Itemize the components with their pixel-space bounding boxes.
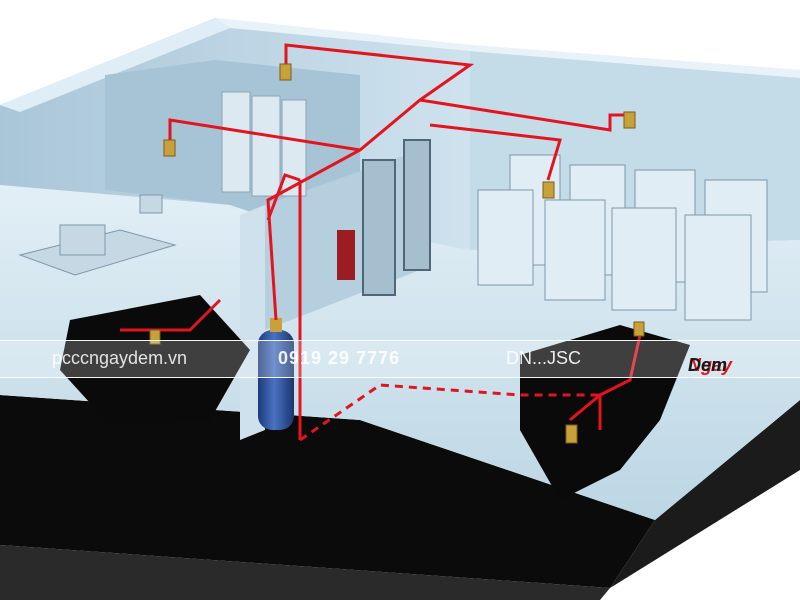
door-icon [403, 139, 431, 271]
nozzle-icon [633, 321, 645, 337]
server-racks-main [477, 154, 768, 321]
nozzle-icon [565, 424, 578, 444]
nozzle-icon [149, 329, 161, 345]
watermark-phone: 0919 29 7776 [278, 348, 401, 368]
nozzle-icon [623, 111, 636, 129]
floor-cutaways [60, 295, 690, 500]
watermark-company: DN...JSC [506, 348, 582, 368]
piping-network [120, 43, 642, 442]
server-rack-icon [544, 199, 606, 301]
server-rack-icon [684, 214, 752, 321]
server-rack-icon [251, 95, 281, 197]
logo-part-2: Dem [688, 355, 728, 375]
logo-part-1: Ngay [688, 355, 733, 375]
nozzles [149, 63, 645, 444]
building-base [0, 395, 800, 600]
fire-alarm-panel-icon [337, 230, 355, 280]
server-rack-icon [611, 207, 677, 311]
server-rack-icon [477, 189, 534, 286]
watermark-banner: pcccngaydem.vn 0919 29 7776 DN...JSC Nga… [0, 340, 800, 378]
server-racks [221, 91, 307, 197]
gas-cylinder-icon [258, 318, 294, 430]
server-rack-icon [221, 91, 251, 193]
watermark-website: pcccngaydem.vn [52, 348, 188, 368]
nozzle-icon [542, 181, 555, 199]
doors [362, 139, 431, 296]
nozzle-icon [163, 139, 176, 157]
door-icon [362, 159, 396, 296]
office-furniture [18, 194, 177, 276]
nozzle-icon [279, 63, 292, 81]
